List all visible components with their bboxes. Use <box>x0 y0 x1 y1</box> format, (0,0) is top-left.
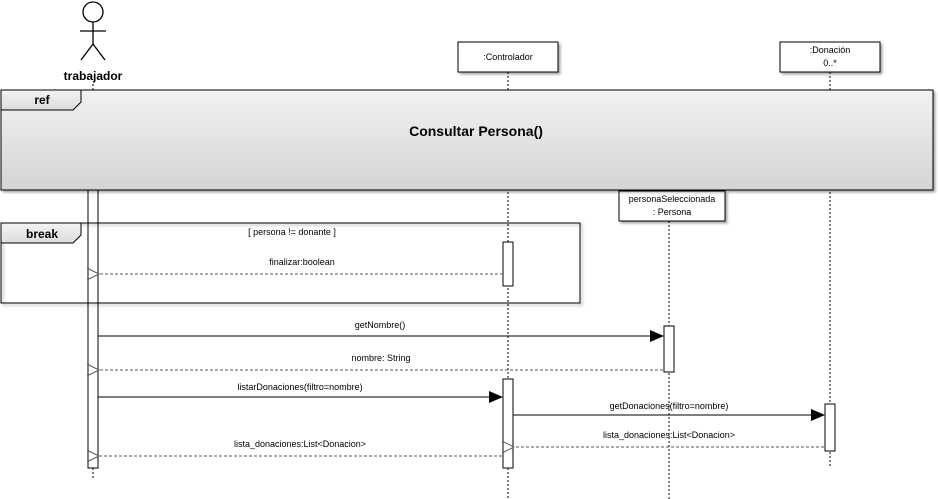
message-label-nombre: nombre: String <box>351 353 410 363</box>
break-guard: [ persona != donante ] <box>248 227 336 237</box>
actor-label: trabajador <box>64 69 123 83</box>
lifeline-multiplicity-donacion: 0..* <box>823 58 837 68</box>
message-label-getNombre: getNombre() <box>355 320 406 330</box>
message-getNombre[interactable]: getNombre() <box>98 320 664 342</box>
message-label-lista-donaciones-inner: lista_donaciones:List<Donacion> <box>603 430 735 440</box>
lifeline-head-donacion[interactable]: :Donación 0..* <box>779 41 881 73</box>
lifeline-head-persona[interactable]: personaSeleccionada : Persona <box>618 190 726 222</box>
actor-trabajador[interactable]: trabajador <box>64 1 123 83</box>
break-fragment[interactable]: break [ persona != donante ] <box>0 222 581 304</box>
ref-fragment[interactable]: ref Consultar Persona() <box>0 89 934 191</box>
message-nombre[interactable]: nombre: String <box>99 353 663 370</box>
ref-tag: ref <box>34 93 50 107</box>
lifeline-head-controlador[interactable]: :Controlador <box>457 41 559 73</box>
lifeline-type-persona: : Persona <box>653 207 692 217</box>
activation-donacion <box>824 403 836 452</box>
activation-controlador-break <box>502 241 514 287</box>
activation-controlador-listar <box>502 378 514 469</box>
lifeline-label-donacion: :Donación <box>810 45 851 55</box>
ref-title: Consultar Persona() <box>409 123 543 139</box>
message-lista-donaciones-outer[interactable]: lista_donaciones:List<Donacion> <box>99 439 502 456</box>
activation-trabajador <box>87 188 99 469</box>
lifeline-label-controlador: :Controlador <box>483 52 533 62</box>
message-label-listarDonaciones: listarDonaciones(filtro=nombre) <box>237 382 362 392</box>
actor-icon <box>80 1 106 61</box>
activation-persona <box>663 325 675 373</box>
message-lista-donaciones-inner[interactable]: lista_donaciones:List<Donacion> <box>514 430 824 447</box>
break-tag: break <box>26 227 58 241</box>
message-finalizar[interactable]: finalizar:boolean <box>99 257 503 274</box>
message-listarDonaciones[interactable]: listarDonaciones(filtro=nombre) <box>98 382 503 403</box>
lifeline-label-persona: personaSeleccionada <box>629 194 716 204</box>
message-label-getDonaciones: getDonaciones(filtro=nombre) <box>610 401 729 411</box>
message-getDonaciones[interactable]: getDonaciones(filtro=nombre) <box>513 401 825 421</box>
message-label-finalizar: finalizar:boolean <box>269 257 335 267</box>
message-label-lista-donaciones-outer: lista_donaciones:List<Donacion> <box>234 439 366 449</box>
